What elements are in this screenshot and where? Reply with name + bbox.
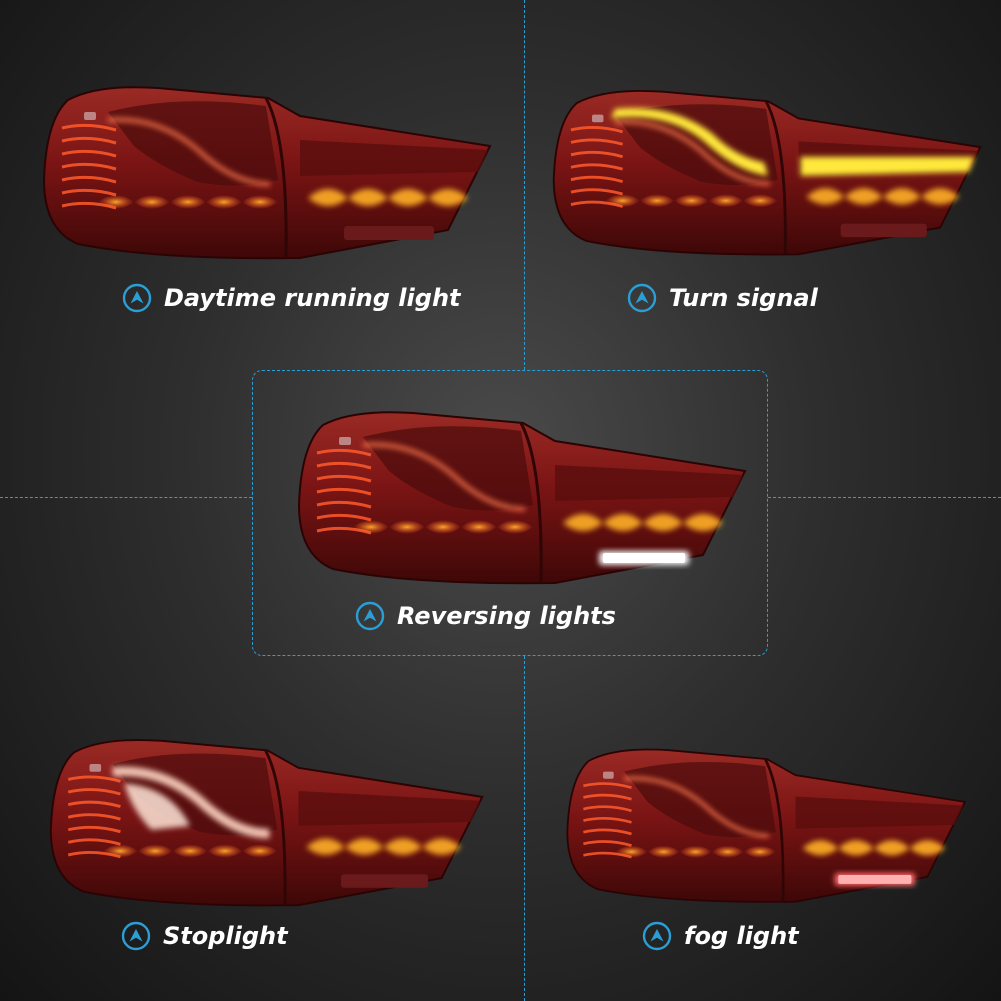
chevron-up-circle-icon	[121, 921, 151, 951]
caption-label: Reversing lights	[397, 602, 616, 630]
caption-label: Turn signal	[669, 284, 818, 312]
divider-vertical-bottom	[524, 656, 525, 1001]
chevron-up-circle-icon	[122, 283, 152, 313]
taillight-image-stop	[49, 739, 484, 907]
caption-reversing-lights: Reversing lights	[355, 601, 616, 631]
chevron-up-circle-icon	[627, 283, 657, 313]
taillight-image-turn	[552, 89, 982, 256]
chevron-up-circle-icon	[642, 921, 672, 951]
taillight-image-drl	[42, 86, 492, 260]
taillight-image-fog	[566, 748, 967, 903]
caption-label: Stoplight	[163, 922, 288, 950]
taillight-image-reverse	[297, 411, 747, 585]
divider-horizontal-right	[768, 497, 1001, 498]
divider-vertical-top	[524, 0, 525, 370]
caption-label: Daytime running light	[164, 284, 461, 312]
center-highlight-frame	[252, 370, 768, 656]
caption-turn-signal: Turn signal	[627, 283, 818, 313]
divider-horizontal-left	[0, 497, 252, 498]
caption-stoplight: Stoplight	[121, 921, 288, 951]
caption-fog-light: fog light	[642, 921, 799, 951]
caption-daytime-running-light: Daytime running light	[122, 283, 461, 313]
chevron-up-circle-icon	[355, 601, 385, 631]
caption-label: fog light	[684, 922, 799, 950]
